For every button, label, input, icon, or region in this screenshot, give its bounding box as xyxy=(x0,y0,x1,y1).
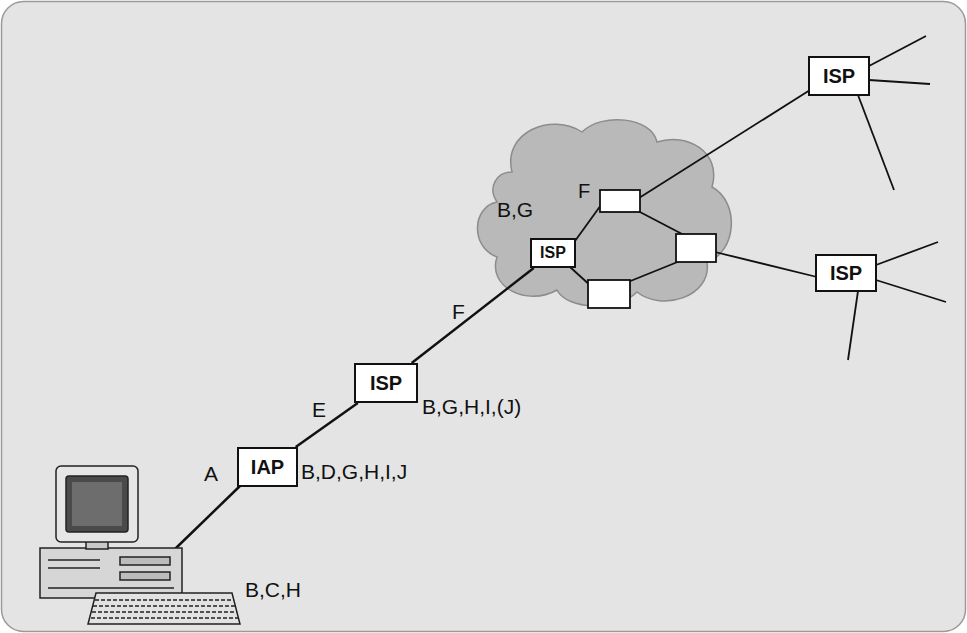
label-anchor: E xyxy=(312,398,326,422)
link-label: E xyxy=(312,398,326,421)
label-anchor: B,G,H,I,(J) xyxy=(422,395,521,419)
provider-box: ISP xyxy=(808,56,870,96)
link-line xyxy=(175,485,241,549)
protocol-label: B,G,H,I,(J) xyxy=(422,395,521,418)
link-line xyxy=(412,268,534,363)
box-label: IAP xyxy=(251,456,284,479)
label-anchor: F xyxy=(452,300,465,324)
box-label: ISP xyxy=(370,372,402,395)
protocol-label: B,C,H xyxy=(245,578,301,601)
label-anchor: B,C,H xyxy=(245,578,301,602)
box-label: ISP xyxy=(540,244,566,262)
cloud-outline xyxy=(477,120,731,306)
protocol-label: A xyxy=(204,462,218,485)
provider-box: IAP xyxy=(237,447,298,487)
provider-box: ISP xyxy=(815,254,877,292)
provider-box: ISP xyxy=(530,238,576,268)
protocol-label: B,D,G,H,I,J xyxy=(301,460,407,483)
box-label: ISP xyxy=(830,262,862,285)
label-anchor: F xyxy=(578,180,590,203)
label-anchor: B,D,G,H,I,J xyxy=(301,460,407,484)
link-line xyxy=(296,403,358,447)
label-anchor: A xyxy=(204,462,218,486)
network-lines xyxy=(570,36,946,360)
link-label: F xyxy=(452,300,465,323)
protocol-label: F xyxy=(578,180,590,202)
computer-illustration xyxy=(40,466,240,624)
box-label: ISP xyxy=(823,65,855,88)
provider-box: ISP xyxy=(354,363,418,403)
cloud-label: B,G xyxy=(497,198,533,222)
